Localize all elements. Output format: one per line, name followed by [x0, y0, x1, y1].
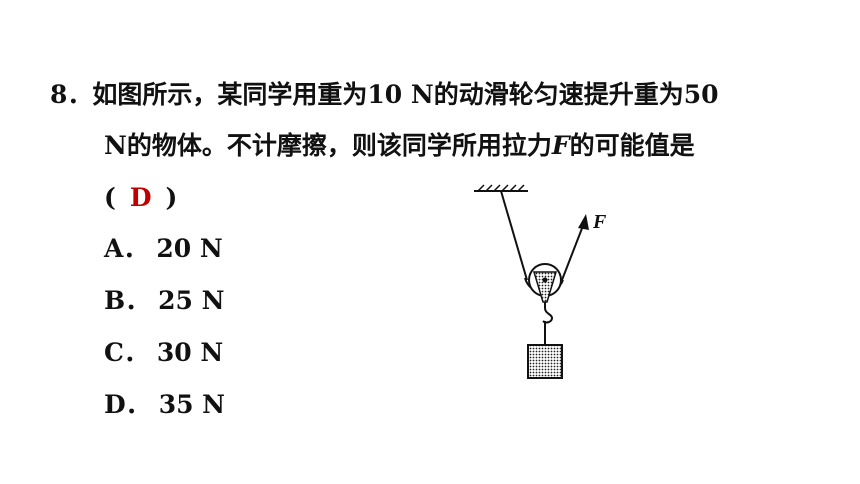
load-weight — [527, 344, 563, 379]
option-b-label: B． — [104, 286, 151, 315]
option-a[interactable]: A．20 N — [104, 234, 223, 264]
force-variable: F — [551, 131, 570, 160]
option-c[interactable]: C．30 N — [104, 338, 223, 368]
pulley-axle — [542, 277, 548, 283]
question-text-a: N的物体。不计摩擦，则该同学所用拉力 — [104, 131, 552, 160]
option-a-label: A． — [104, 234, 149, 263]
question-line-2: N的物体。不计摩擦，则该同学所用拉力F的可能值是 — [104, 131, 695, 161]
paren-open: ( — [104, 183, 116, 212]
question-text-b: 的可能值是 — [569, 131, 695, 160]
answer-letter: D — [129, 183, 152, 212]
option-a-value: 20 N — [156, 234, 223, 263]
paren-close: ) — [165, 183, 178, 212]
option-d[interactable]: D．35 N — [104, 390, 225, 420]
option-c-value: 30 N — [156, 338, 224, 367]
force-arrowhead — [578, 214, 589, 230]
pulley-frame — [532, 271, 558, 303]
option-b-value: 25 N — [158, 286, 225, 315]
hook — [542, 302, 554, 324]
ceiling-support — [474, 184, 528, 192]
option-b[interactable]: B．25 N — [104, 286, 225, 316]
pulley-diagram: F — [474, 184, 607, 379]
rope-left — [500, 190, 528, 281]
option-c-label: C． — [104, 338, 149, 367]
question-line-1: 8．如图所示，某同学用重为10 N的动滑轮匀速提升重为50 — [50, 80, 719, 109]
option-d-value: 35 N — [158, 390, 226, 419]
force-label: F — [592, 211, 607, 233]
answer-blank: ( D) — [104, 183, 177, 213]
option-d-label: D． — [104, 390, 151, 419]
